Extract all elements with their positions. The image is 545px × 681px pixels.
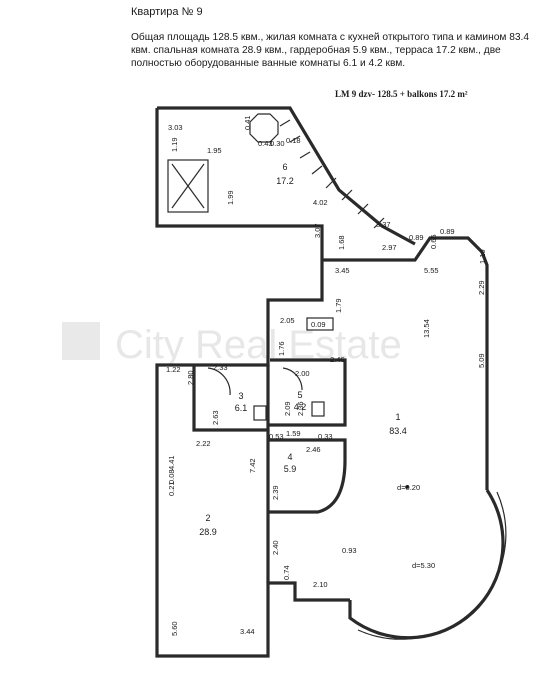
- dim-label: 2.40: [271, 540, 280, 555]
- living-top-wall: [322, 236, 489, 490]
- dim-label: 4.02: [313, 198, 328, 207]
- room-4-area: 5.9: [284, 464, 297, 474]
- room-labels: 6 17.2 1 83.4 2 28.9 3 6.1 4 5.9 5 4.2: [199, 162, 407, 537]
- dim-label: 5.60: [170, 621, 179, 636]
- bathroom5-wall: [268, 358, 347, 427]
- dim-label: 2.39: [271, 485, 280, 500]
- room-3-area: 6.1: [235, 403, 248, 413]
- dim-label: 3.37: [376, 220, 391, 229]
- dim-label: 2.09: [283, 401, 292, 416]
- dim-label: 2.10: [313, 580, 328, 589]
- dim-label: 13.54: [422, 319, 431, 338]
- dim-label: 1.79: [334, 298, 343, 313]
- terrace-left-wall: [155, 108, 305, 228]
- plan-title: LM 9 dzv- 128.5 + balkons 17.2 m²: [335, 89, 468, 99]
- shower-icon-2: [282, 367, 303, 391]
- dim-label: 0.89: [409, 233, 424, 242]
- dim-label: 0.74: [282, 565, 291, 580]
- dim-label: 2.33: [213, 363, 228, 372]
- apartment-description: Общая площадь 128.5 квм., жилая комната …: [131, 32, 530, 69]
- room-6-area: 17.2: [276, 176, 294, 186]
- watermark: City Real Estate: [62, 322, 402, 367]
- room-5-area: 4.2: [294, 402, 307, 412]
- dim-label: d=5.30: [412, 561, 435, 570]
- dim-label: 1.99: [226, 190, 235, 205]
- room-1-number: 1: [395, 412, 400, 422]
- dim-label: 2.46: [306, 445, 321, 454]
- bathroom3-wall: [192, 365, 270, 432]
- fixtures: [207, 367, 409, 489]
- dim-label: 2.22: [196, 439, 211, 448]
- header: Квартира № 9 Общая площадь 128.5 квм., ж…: [131, 6, 541, 70]
- dim-label: 0.53: [269, 432, 284, 441]
- dim-label: 4.41: [167, 455, 176, 470]
- room-3-number: 3: [238, 391, 243, 401]
- apartment-title: Квартира № 9: [131, 6, 203, 18]
- terrace-outer-wall: [157, 106, 416, 246]
- dim-label: 2.97: [382, 243, 397, 252]
- inner-walls: [192, 358, 347, 583]
- fireplace-icon: [249, 113, 279, 143]
- dim-label: 2.63: [211, 410, 220, 425]
- dim-label: 0.30: [270, 139, 285, 148]
- dim-label: 1.95: [207, 146, 222, 155]
- dim-label: 1.68: [337, 235, 346, 250]
- dim-label: 2.29: [477, 280, 486, 295]
- dim-label: 1.59: [286, 429, 301, 438]
- dim-label: 0.09: [311, 320, 326, 329]
- dim-label: 0.41: [243, 115, 252, 130]
- dim-label: 0.21: [167, 481, 176, 496]
- room-2-number: 2: [205, 513, 210, 523]
- room-1-area: 83.4: [389, 426, 407, 436]
- bay-window-wall: [348, 489, 505, 640]
- column-small-icon: [405, 485, 409, 489]
- apartment-left-wall: [155, 224, 350, 658]
- room-2-area: 28.9: [199, 527, 217, 537]
- dim-label: 7.42: [248, 458, 257, 473]
- dim-label: 0.18: [286, 136, 301, 145]
- dim-label: 3.45: [335, 266, 350, 275]
- elevator-shaft: [167, 159, 209, 213]
- dim-label: d=0.20: [397, 483, 420, 492]
- wardrobe-wall: [268, 438, 347, 514]
- bay-window-outer-line: [357, 491, 507, 640]
- room-6-number: 6: [282, 162, 287, 172]
- dim-label: 3.44: [240, 627, 255, 636]
- dim-label: 0.89: [440, 227, 455, 236]
- dim-label: 2.36: [296, 401, 305, 416]
- dim-label: 0.33: [318, 432, 333, 441]
- dim-label: 1.19: [170, 137, 179, 152]
- terrace-stairs: [279, 119, 385, 229]
- outer-walls: [155, 106, 507, 658]
- dim-label: 2.46: [330, 355, 345, 364]
- dim-label: 3.07: [313, 223, 322, 238]
- dim-label: 5.09: [477, 353, 486, 368]
- dim-label: 3.03: [168, 123, 183, 132]
- dim-label: 0.08: [167, 469, 176, 484]
- dim-label: 1.10: [478, 249, 487, 264]
- dim-label: 2.80: [186, 370, 195, 385]
- dim-label: 5.55: [424, 266, 439, 275]
- watermark-logo-icon: [62, 322, 100, 360]
- dim-label: 0.43: [258, 139, 273, 148]
- shower-icon: [207, 367, 231, 396]
- toilet-icon: [253, 405, 267, 421]
- dim-label: 0.65: [429, 234, 438, 249]
- dim-label: 1.22: [166, 365, 181, 374]
- room-4-number: 4: [287, 452, 292, 462]
- dim-label: 1.76: [277, 341, 286, 356]
- dim-box: [306, 317, 334, 331]
- dimension-labels: 3.03 1.95 1.19 1.99 4.02 3.07 1.68 2.97 …: [166, 115, 487, 636]
- toilet-icon-2: [311, 401, 325, 417]
- dim-label: 0.93: [342, 546, 357, 555]
- room-5-number: 5: [297, 390, 302, 400]
- dim-label: 2.05: [280, 316, 295, 325]
- watermark-text: City Real Estate: [115, 323, 402, 367]
- dim-label: 2.00: [295, 369, 310, 378]
